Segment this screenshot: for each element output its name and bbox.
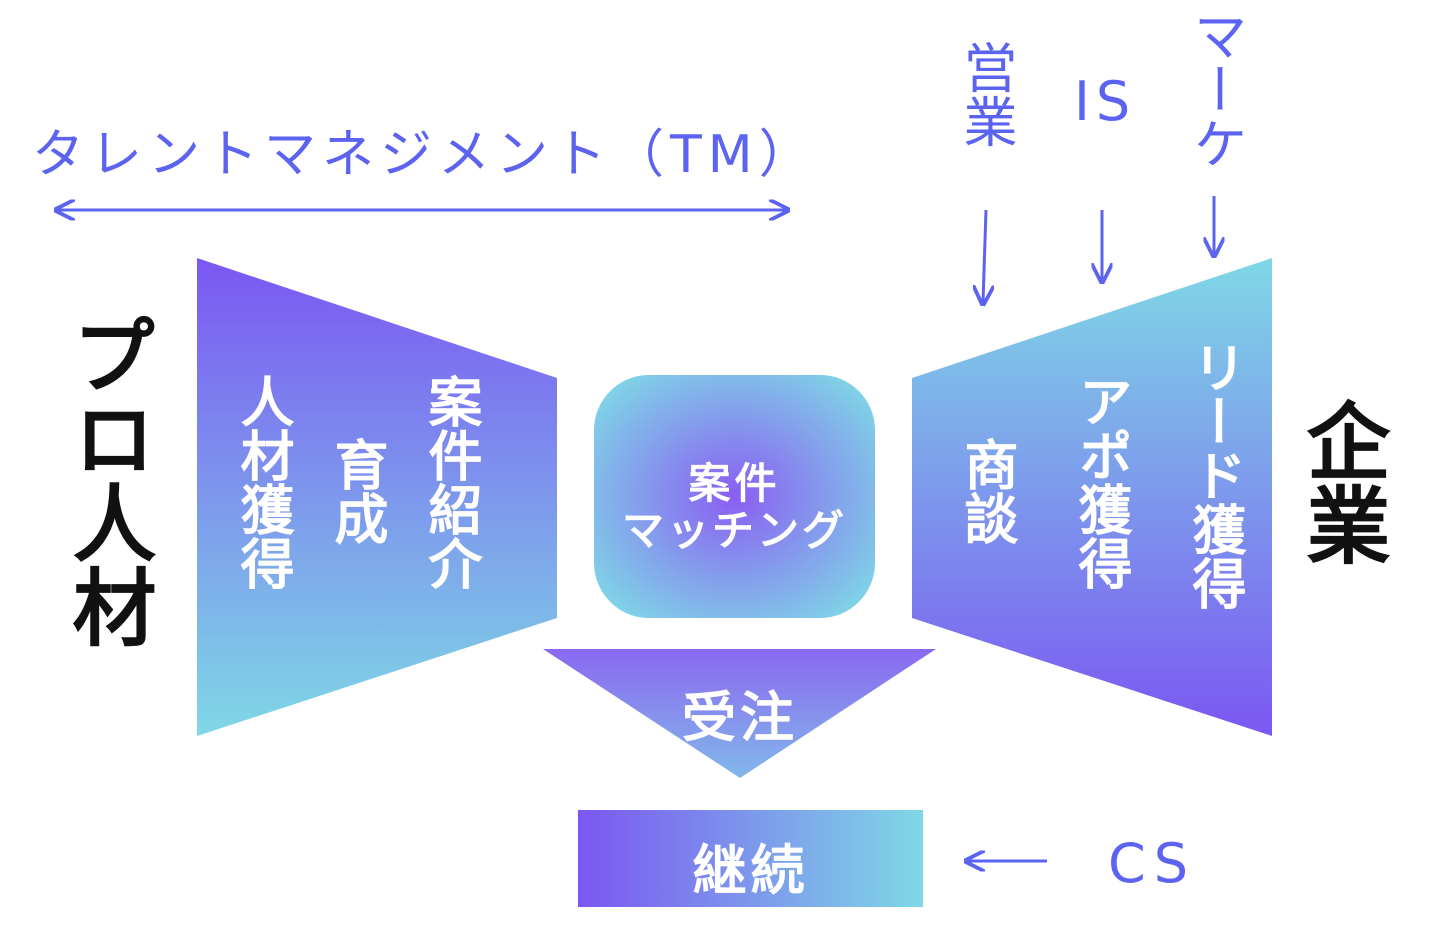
matching-box <box>594 375 875 618</box>
marketing-label: マーケ <box>1184 8 1247 170</box>
continuation-text: 継続 <box>692 839 809 902</box>
order-triangle <box>543 649 936 778</box>
tm-label: タレントマネジメント（TM） <box>32 125 817 185</box>
sales-arrow <box>983 209 986 302</box>
company-label: 企業 <box>1293 398 1391 566</box>
project-introduction-text: 案件紹介 <box>419 374 482 590</box>
cs-label: CS <box>1108 832 1196 895</box>
negotiation-text: 商談 <box>955 437 1018 545</box>
pro-talent-label: プロ人材 <box>59 312 157 648</box>
talent-acquisition-text: 人材獲得 <box>231 374 294 590</box>
matching-line2: マッチング <box>621 506 847 555</box>
appointment-text: アポ獲得 <box>1069 374 1132 590</box>
matching-line1: 案件 <box>688 459 781 508</box>
training-text: 育成 <box>325 437 388 545</box>
continuation-box <box>578 810 923 907</box>
is-label: IS <box>1074 70 1137 133</box>
lead-acquisition-text: リード獲得 <box>1183 340 1246 610</box>
right-funnel <box>912 258 1272 736</box>
order-text: 受注 <box>682 686 798 749</box>
sales-label: 営業 <box>954 40 1017 148</box>
left-funnel <box>197 258 557 736</box>
